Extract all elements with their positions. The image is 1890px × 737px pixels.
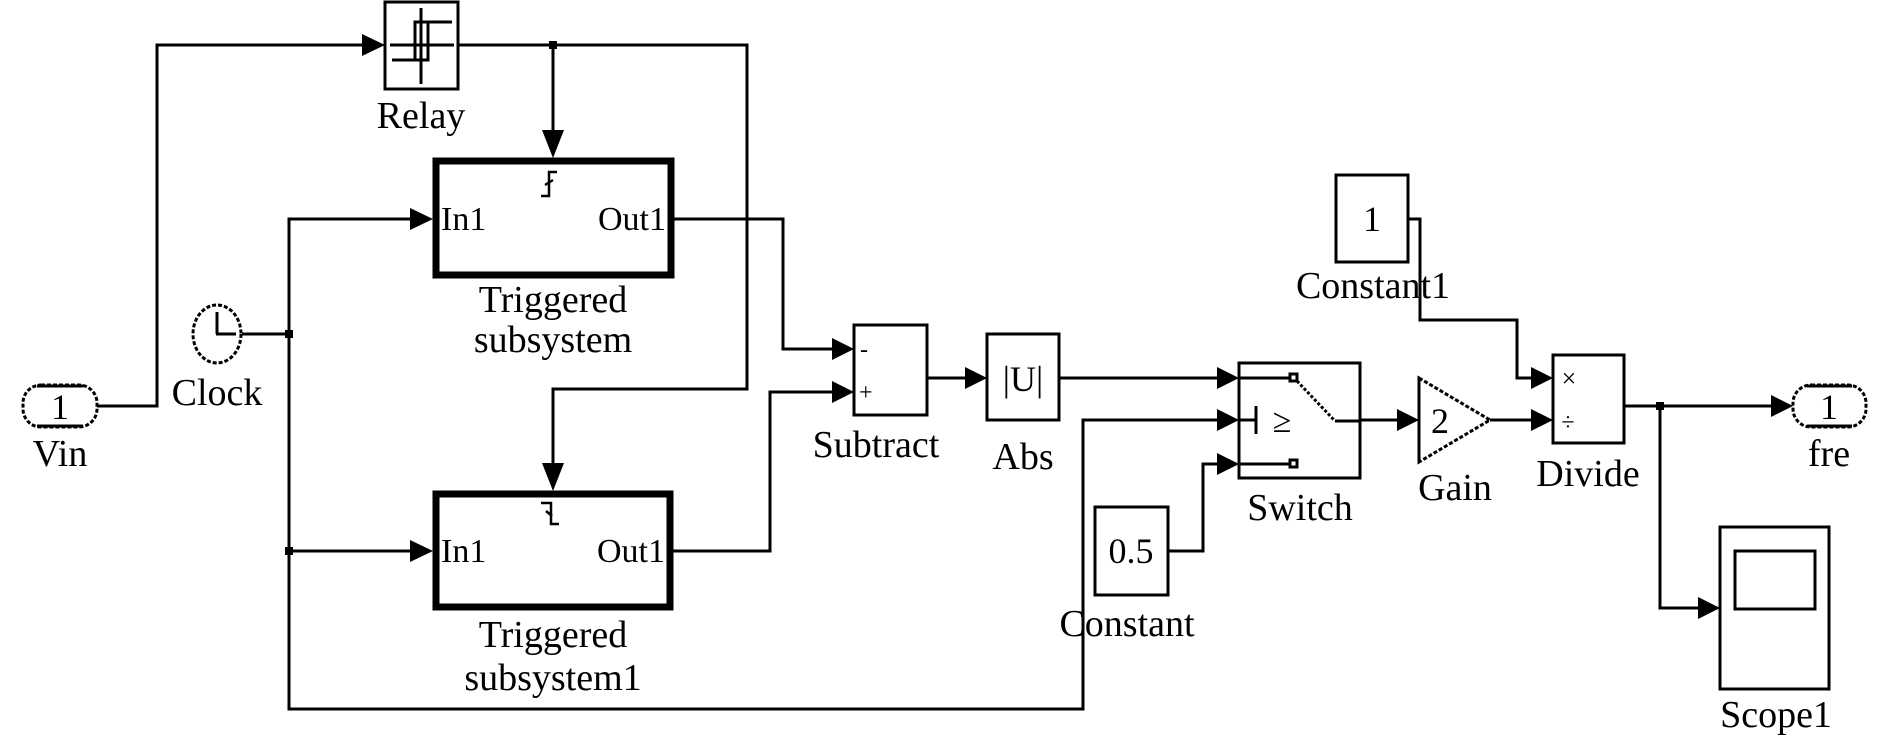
constant1-block[interactable]: 1 Constant1 (1296, 173, 1450, 307)
triggered-subsystem1-out-port: Out1 (597, 533, 665, 570)
clock-block[interactable]: Clock (172, 303, 263, 414)
gain-block[interactable]: 2 Gain (1417, 375, 1493, 509)
junction-divide (1656, 402, 1664, 410)
arrow-fre-in (1771, 395, 1793, 417)
constant1-label: Constant1 (1296, 265, 1450, 307)
abs-text: |U| (1003, 359, 1043, 399)
inport-vin-label: Vin (33, 433, 88, 475)
relay-block[interactable]: Relay (377, 0, 466, 137)
wire-constant1-divide[interactable] (1408, 217, 1542, 380)
arrow-sub1-in (410, 540, 433, 562)
arrow-trigger-2 (542, 463, 564, 491)
scope1-label: Scope1 (1720, 694, 1832, 736)
subtract-block[interactable]: - + Subtract (813, 323, 940, 466)
inport-vin[interactable]: 1 Vin (21, 383, 99, 475)
subtract-minus-sign: - (860, 337, 868, 363)
arrow-divide-in2 (1531, 409, 1553, 431)
triggered-subsystem1-label-2: subsystem1 (464, 657, 641, 699)
junction-relay (549, 41, 557, 49)
arrow-sub-in (410, 208, 433, 230)
arrow-trigger-1 (542, 130, 564, 158)
wire-constant-switch[interactable] (1168, 462, 1228, 553)
triggered-subsystem1-label-1: Triggered (479, 614, 627, 656)
subtract-plus-sign: + (859, 380, 873, 406)
outport-fre[interactable]: 1 fre (1791, 383, 1868, 475)
arrow-switch-in2 (1217, 409, 1239, 431)
clock-label: Clock (172, 372, 263, 414)
scope1-block[interactable]: Scope1 (1718, 525, 1832, 736)
divide-multiply-sign: × (1562, 364, 1577, 393)
arrow-abs-in (965, 367, 987, 389)
wire-relay-out[interactable] (458, 43, 749, 478)
switch-criterion: ≥ (1273, 403, 1292, 440)
scope-screen-icon (1733, 549, 1817, 611)
outport-fre-label: fre (1808, 433, 1850, 475)
triggered-subsystem-label-1: Triggered (479, 279, 627, 321)
switch-block[interactable]: ≥ Switch (1237, 361, 1362, 529)
arrow-subtract-plus (832, 381, 854, 403)
wire-clock-sub1[interactable] (287, 334, 1226, 711)
arrow-switch-in3 (1217, 453, 1239, 475)
abs-block[interactable]: |U| Abs (985, 332, 1061, 478)
outport-fre-number: 1 (1820, 387, 1838, 427)
constant-value: 0.5 (1109, 531, 1154, 571)
wire-clock-sub[interactable] (287, 217, 420, 334)
arrow-subtract-minus (832, 338, 854, 360)
constant-label: Constant (1059, 603, 1195, 645)
wires (97, 34, 1793, 711)
triggered-subsystem-in-port: In1 (441, 201, 486, 238)
arrow-gain-in (1397, 409, 1419, 431)
divide-divide-sign: ÷ (1561, 410, 1574, 436)
switch-icon (1239, 372, 1360, 469)
triggered-subsystem[interactable]: In1 Out1 Triggered subsystem (432, 157, 675, 361)
falling-edge-icon (541, 501, 559, 526)
wire-divide-scope[interactable] (1658, 406, 1709, 610)
triggered-subsystem1-in-port: In1 (441, 533, 486, 570)
switch-label: Switch (1247, 487, 1353, 529)
inport-vin-number: 1 (51, 387, 69, 427)
arrow-scope-in (1698, 597, 1720, 619)
abs-label: Abs (992, 436, 1053, 478)
triggered-subsystem-label-2: subsystem (474, 319, 632, 361)
rising-edge-icon (541, 170, 557, 198)
subtract-label: Subtract (813, 424, 940, 466)
arrow-switch-in1 (1217, 367, 1239, 389)
gain-value: 2 (1431, 401, 1449, 441)
relay-label: Relay (377, 95, 466, 137)
divide-label: Divide (1536, 453, 1639, 495)
constant1-value: 1 (1363, 199, 1381, 239)
triggered-subsystem-out-port: Out1 (598, 201, 666, 238)
gain-label: Gain (1418, 467, 1492, 509)
clock-icon (215, 312, 236, 336)
arrow-relay-in (362, 34, 385, 56)
junction-clock-1 (285, 330, 293, 338)
arrow-divide-in1 (1531, 367, 1553, 389)
junction-clock-2 (285, 547, 293, 555)
wire-vin-relay[interactable] (97, 43, 372, 408)
divide-block[interactable]: × ÷ Divide (1536, 353, 1640, 495)
wire-sub1-out[interactable] (673, 390, 843, 553)
constant-block[interactable]: 0.5 Constant (1059, 505, 1195, 645)
hysteresis-icon (390, 8, 454, 84)
triggered-subsystem1[interactable]: In1 Out1 Triggered subsystem1 (432, 490, 674, 699)
wire-sub-out[interactable] (674, 217, 843, 351)
